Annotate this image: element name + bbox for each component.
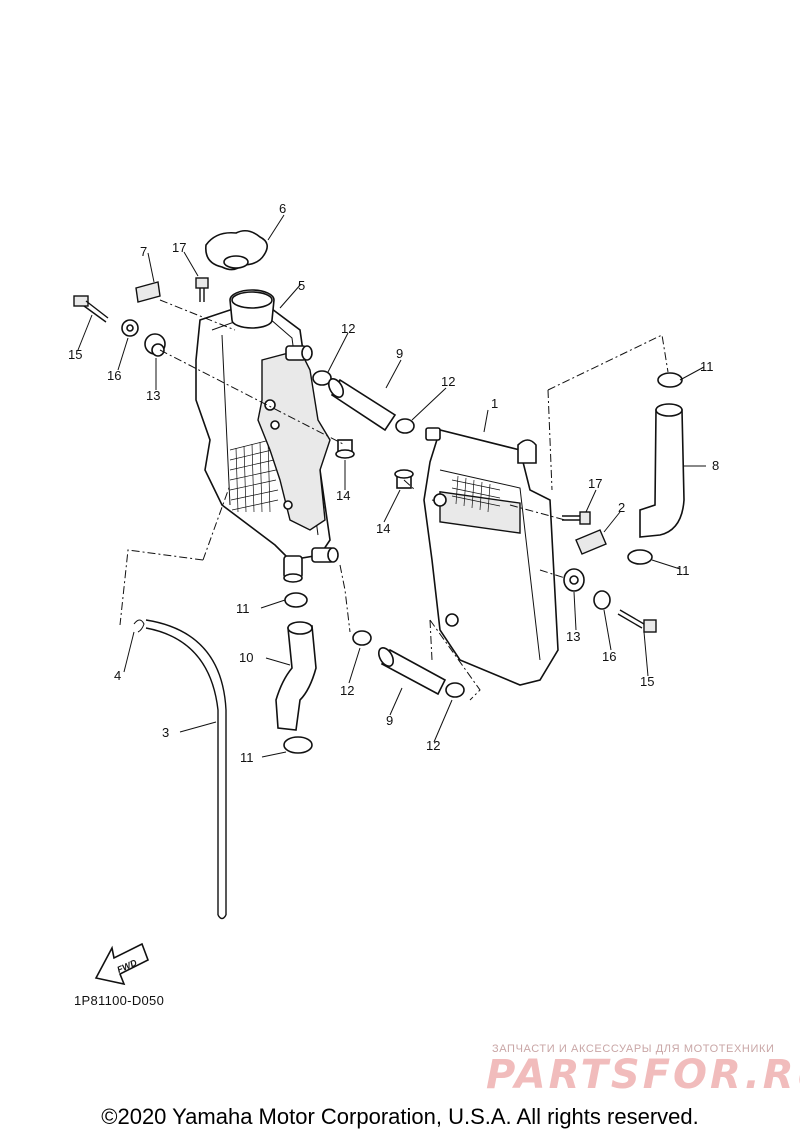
hose-10 (275, 621, 317, 731)
grommet-13-left (144, 333, 166, 357)
clamp-12-upper-left (312, 370, 332, 386)
clamp-11-lower-left (283, 736, 313, 754)
callout-13-left: 13 (146, 388, 160, 403)
callout-labels: 1 2 3 4 5 6 7 8 9 9 10 11 11 11 11 12 12… (68, 201, 719, 765)
callout-2: 2 (618, 500, 625, 515)
callout-15-right: 15 (640, 674, 654, 689)
left-radiator-core-grid (229, 439, 279, 513)
drawing-code: 1P81100-D050 (74, 993, 165, 1008)
callout-9-upper: 9 (396, 346, 403, 361)
callout-3: 3 (162, 725, 169, 740)
callout-7: 7 (140, 244, 147, 259)
callout-12-lower-left: 12 (340, 683, 354, 698)
callout-11-top-right: 11 (700, 359, 714, 374)
callout-11-mid-right: 11 (676, 563, 690, 578)
callout-14-right: 14 (376, 521, 390, 536)
clamp-12-lower-right (445, 682, 465, 698)
leader-lines (77, 214, 706, 758)
radiator-cap (205, 229, 268, 271)
bolt-17-right (562, 511, 591, 525)
callout-10: 10 (239, 650, 253, 665)
label-plate-2 (575, 529, 607, 555)
bolt-15-left (73, 295, 109, 323)
hose-8 (639, 403, 685, 538)
callout-12-upper-right: 12 (441, 374, 455, 389)
clamp-12-upper-right (395, 418, 415, 434)
watermark-tagline: ЗАПЧАСТИ И АКСЕССУАРЫ ДЛЯ МОТОТЕХНИКИ (492, 1043, 775, 1055)
callout-5: 5 (298, 278, 305, 293)
watermark-logo: PARTSFOR.RU (486, 1052, 800, 1098)
breather-hose-3 (145, 627, 219, 915)
clamp-11-upper-left (284, 592, 308, 608)
right-radiator-core-grid (451, 475, 501, 513)
callout-6: 6 (279, 201, 286, 216)
callout-17-left: 17 (172, 240, 186, 255)
callout-17-right: 17 (588, 476, 602, 491)
bolt-17-left (195, 277, 209, 302)
callout-11-upper-left: 11 (236, 601, 250, 616)
construction-lines (119, 299, 669, 701)
collar-14-left (335, 439, 355, 459)
copyright-notice: ©2020 Yamaha Motor Corporation, U.S.A. A… (101, 1104, 699, 1129)
callout-9-lower: 9 (386, 713, 393, 728)
clamp-11-mid-right (627, 549, 653, 565)
fwd-arrow-icon: FWD (94, 942, 150, 986)
hose-9-upper (327, 378, 397, 432)
grommet-13-right (563, 568, 585, 592)
left-radiator-side-bracket (257, 349, 331, 531)
right-radiator-tank (439, 491, 521, 534)
callout-4: 4 (114, 668, 121, 683)
washer-16-right (593, 590, 611, 610)
label-plate-7 (135, 281, 161, 303)
callout-13-right: 13 (566, 629, 580, 644)
callout-11-lower-left: 11 (240, 750, 254, 765)
collar-14-right (394, 469, 414, 489)
bolt-15-right (617, 609, 657, 633)
callout-14-left: 14 (336, 488, 350, 503)
left-radiator (195, 289, 339, 583)
callout-12-upper-left: 12 (341, 321, 355, 336)
right-radiator (423, 427, 559, 686)
callout-15-left: 15 (68, 347, 82, 362)
callout-1: 1 (491, 396, 498, 411)
callout-12-lower-right: 12 (426, 738, 440, 753)
callout-8: 8 (712, 458, 719, 473)
hose-9-lower (377, 647, 447, 696)
callout-16-right: 16 (602, 649, 616, 664)
clamp-12-lower-left (352, 630, 372, 646)
clamp-11-top-right (657, 372, 683, 388)
callout-16-left: 16 (107, 368, 121, 383)
clip-4 (133, 619, 145, 633)
